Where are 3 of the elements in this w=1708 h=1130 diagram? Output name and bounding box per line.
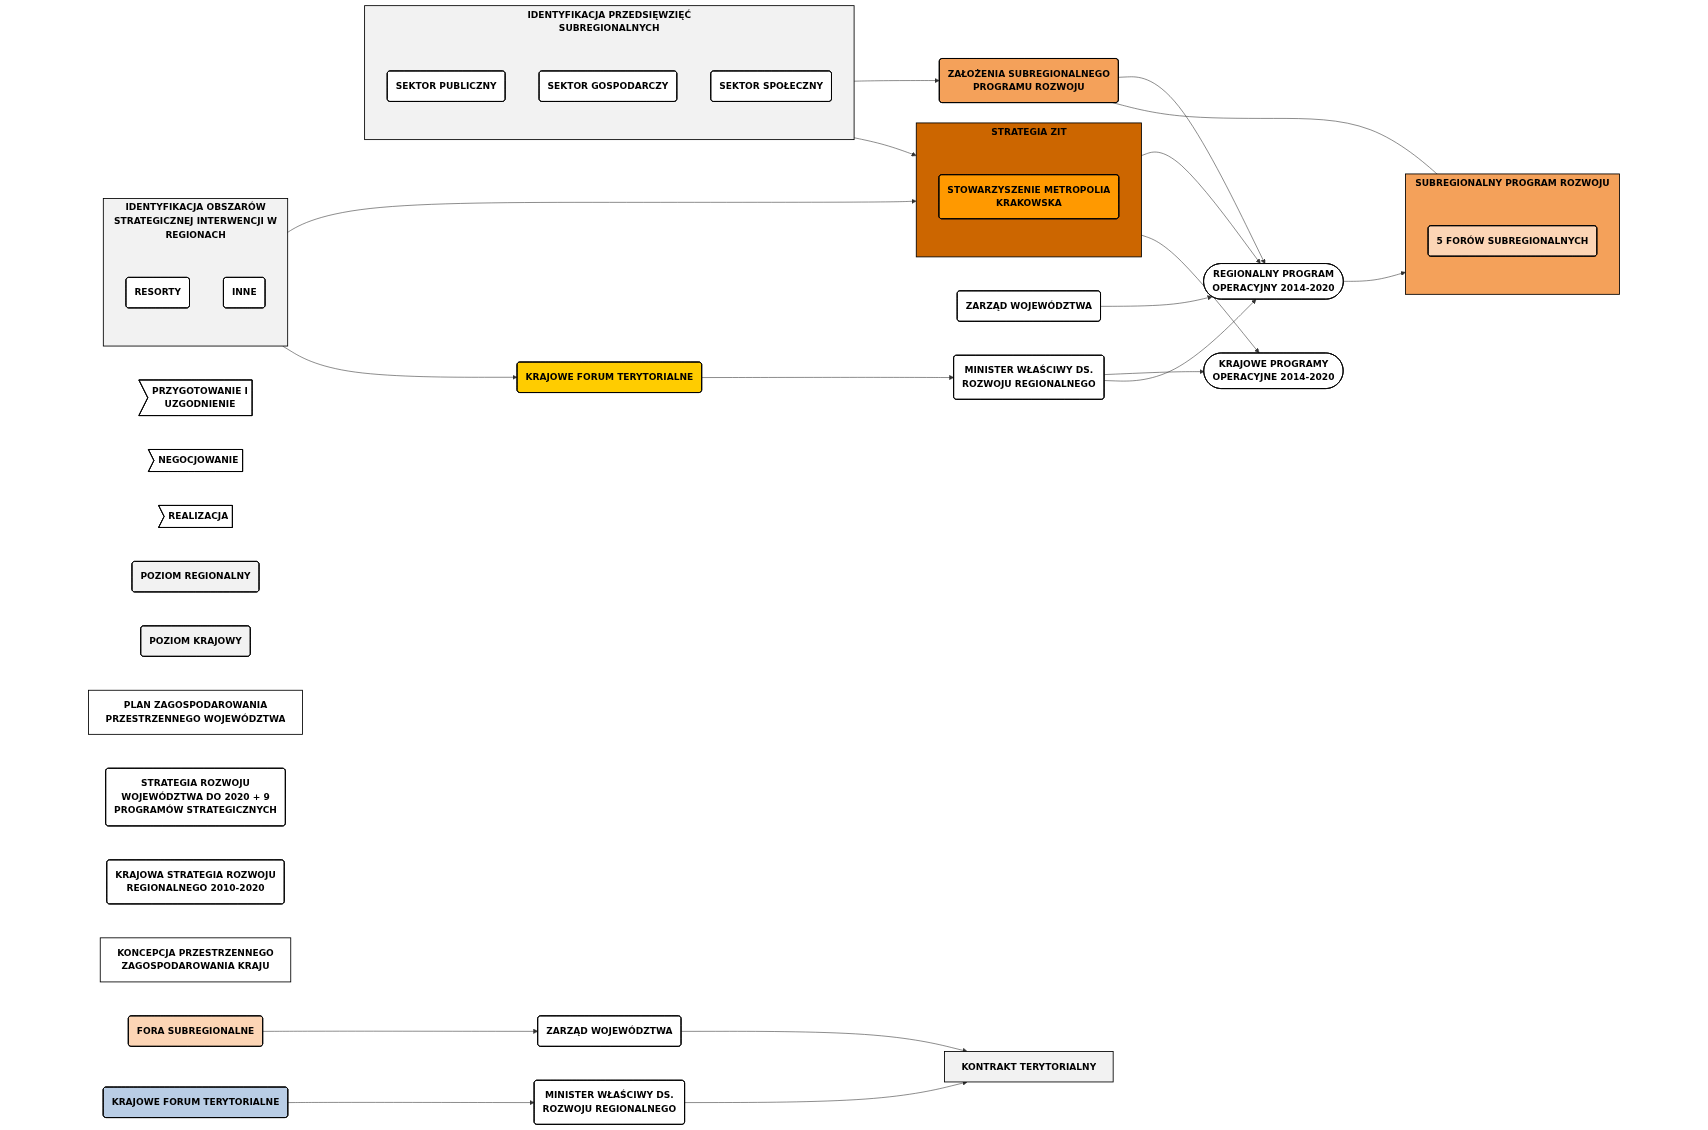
node-box: KONCEPCJA PRZESTRZENNEGO ZAGOSPODAROWANIA KRAJU — [99, 937, 292, 983]
node-box: PLAN ZAGOSPODAROWANIA PRZESTRZENNEGO WOJEWÓDZTWA — [88, 689, 303, 735]
node-box: KONTRAKT TERYTORIALNY — [944, 1051, 1114, 1083]
